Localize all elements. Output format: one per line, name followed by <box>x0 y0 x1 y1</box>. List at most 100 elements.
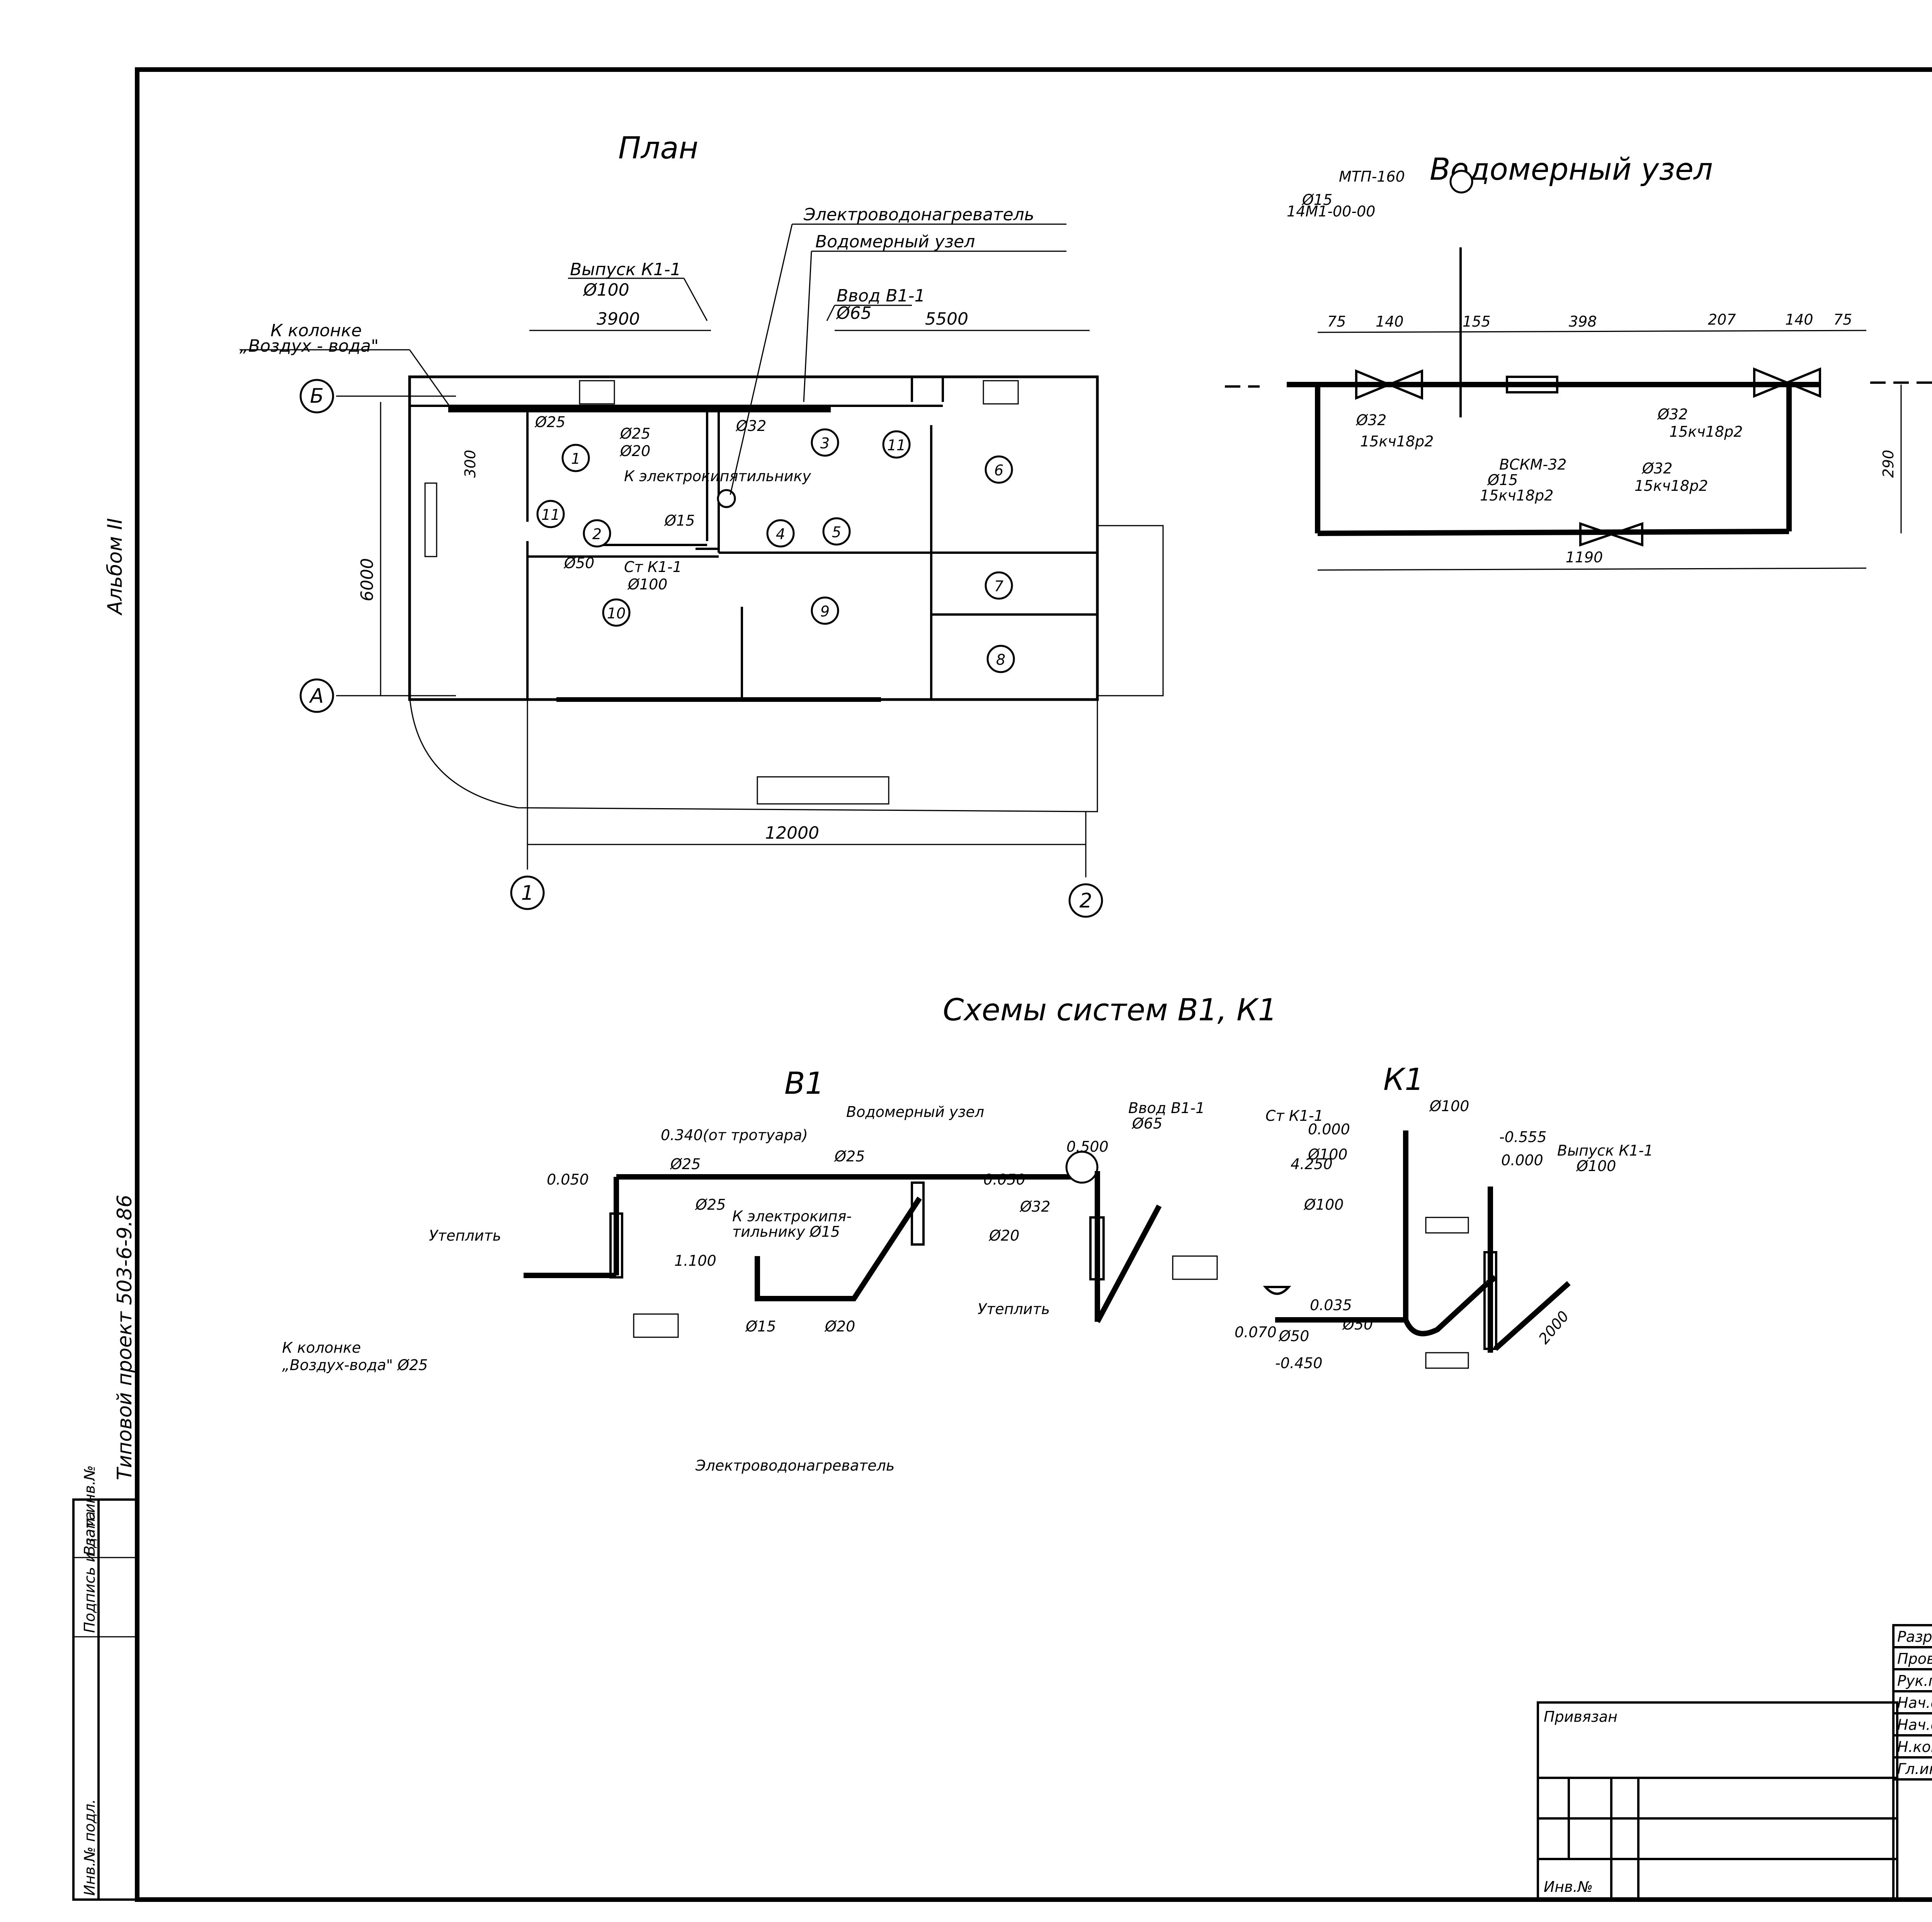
room-marker <box>766 519 795 548</box>
dim-3900-text: 3900 <box>597 309 640 329</box>
svg-text:8: 8 <box>996 651 1005 668</box>
title-block-frame <box>1892 1624 1932 1901</box>
window <box>424 482 437 557</box>
insulation-hatch <box>609 1212 623 1278</box>
axis-b-bubble <box>299 379 334 414</box>
insulation-hatch <box>1089 1216 1105 1280</box>
meter-dim-total: 1190 <box>1566 549 1603 566</box>
signer-row: Н.контр.Александрова07.86 <box>1893 1738 1932 1759</box>
meter-dim-height: 290 <box>1880 450 1897 478</box>
signer-role: Разраб. <box>1897 1628 1932 1645</box>
scheme-b1: В1 Водомерный узел Ввод В1-1 Ø65 0.340(о… <box>282 1066 1218 1474</box>
k1-elev: -0.450 <box>1275 1355 1323 1372</box>
svg-text:3: 3 <box>820 435 830 452</box>
dim-300-text: 300 <box>462 450 479 478</box>
signer-row: Гл.инж.пр.Новиков07.86 <box>1893 1760 1932 1781</box>
room-marker <box>811 596 839 625</box>
b1-to-column: К колонке <box>282 1339 361 1356</box>
axis-b-label: Б <box>310 385 324 408</box>
sink-icon <box>1263 1286 1291 1295</box>
meter-dim: 207 <box>1708 311 1736 328</box>
signer-role: Пров. <box>1897 1650 1932 1667</box>
sheet-frame <box>135 67 1932 1902</box>
heater-icon <box>911 1181 925 1246</box>
k1-title: К1 <box>1383 1062 1424 1097</box>
side-stamp: Взам.инв.№ Подпись и дата Инв.№ подл. <box>72 1465 138 1901</box>
k1-riser: Ст К1-1 <box>1265 1107 1323 1124</box>
signer-role: Н.контр. <box>1897 1738 1932 1755</box>
signer-row: Разраб.Свиридова07.86 <box>1893 1628 1932 1648</box>
label-code: 15кч18р2 <box>1480 487 1553 504</box>
gate-valve-icon <box>1753 367 1821 398</box>
svg-text:11: 11 <box>541 506 560 523</box>
axis-2-label: 2 <box>1079 889 1092 912</box>
b1-label-inlet-d: Ø65 <box>1131 1115 1162 1132</box>
stamp-replace-inv: Взам.инв.№ <box>81 1465 98 1556</box>
building-outline <box>408 375 1099 701</box>
k1-elev: 0.070 <box>1235 1324 1277 1341</box>
gate-valve-icon <box>1579 522 1643 547</box>
room-marker <box>811 428 839 457</box>
b1-elev: 0.340(от тротуара) <box>661 1127 808 1144</box>
k1-d100: Ø100 <box>1429 1098 1469 1115</box>
b1-d25: Ø25 <box>834 1148 865 1165</box>
inv-label: Инв.№ <box>1544 1878 1593 1895</box>
svg-text:6: 6 <box>994 462 1003 479</box>
label-d15: Ø15 <box>1301 191 1332 208</box>
k1-elev: 0.000 <box>1501 1152 1543 1169</box>
pipe-d25-label: Ø25 <box>534 414 565 431</box>
pipe-d32-label: Ø32 <box>735 417 766 434</box>
b1-elev: 0.050 <box>547 1171 589 1188</box>
axis-2-bubble <box>1068 883 1103 918</box>
meter-dim: 398 <box>1569 313 1597 330</box>
axis-1-bubble <box>510 875 545 910</box>
b1-d32: Ø32 <box>1019 1198 1050 1215</box>
window <box>579 380 615 405</box>
meter-dim: 140 <box>1785 311 1813 328</box>
room-marker <box>561 444 590 472</box>
room-marker <box>882 430 911 459</box>
label-mtp: МТП-160 <box>1339 168 1405 185</box>
signer-role: Нач.сект. <box>1897 1694 1932 1711</box>
callout-riser: Ст К1-1 <box>624 558 682 575</box>
k1-slope: 0.035 <box>1310 1297 1352 1314</box>
b1-to-boiler: тильнику Ø15 <box>732 1223 840 1240</box>
svg-text:5: 5 <box>832 524 841 541</box>
pipe-d15-label: Ø15 <box>664 512 695 529</box>
stamp-inv-orig: Инв.№ подл. <box>81 1799 98 1896</box>
window <box>757 776 889 805</box>
k1-d100: Ø100 <box>1307 1146 1347 1163</box>
signer-row: Рук.гр.Зарубина07.86 <box>1893 1672 1932 1692</box>
b1-label-meter: Водомерный узел <box>846 1103 984 1120</box>
b1-d25: Ø25 <box>670 1156 701 1173</box>
meter-dim: 140 <box>1376 313 1404 330</box>
room-marker <box>583 519 611 548</box>
callout-riser-d: Ø100 <box>627 576 667 593</box>
room-marker <box>986 645 1015 673</box>
svg-text:7: 7 <box>994 578 1003 595</box>
svg-text:4: 4 <box>776 526 785 543</box>
callout-to-column-2: „Воздух - вода" <box>240 336 379 356</box>
axis-a-bubble <box>299 678 334 713</box>
b1-label-inlet: Ввод В1-1 <box>1128 1100 1205 1117</box>
room-marker <box>536 500 565 528</box>
signer-role: Гл.инж.пр. <box>1897 1760 1932 1777</box>
insulation-hatch <box>1483 1251 1497 1350</box>
axis-a-label: А <box>309 684 324 708</box>
meter-dim: 155 <box>1463 313 1491 330</box>
window <box>983 380 1019 405</box>
callout-to-boiler: К электрокипятильнику <box>624 468 811 485</box>
room-marker <box>985 455 1013 484</box>
b1-d15: Ø15 <box>745 1318 776 1335</box>
signer-role: Нач.отд. <box>1897 1716 1932 1733</box>
callout-meter-node: Водомерный узел <box>815 232 975 252</box>
gate-valve-icon <box>1355 369 1423 400</box>
meter-title: Водомерный узел <box>1430 152 1713 187</box>
k1-d50: Ø50 <box>1278 1328 1309 1345</box>
label-d32: Ø32 <box>1355 412 1386 429</box>
signer-row: Нач.сект.Голустоянц07.86 <box>1893 1694 1932 1714</box>
room-markers: 1 2 3 4 5 6 7 8 9 10 11 11 <box>536 428 1015 673</box>
k1-elev: 4.250 <box>1291 1156 1333 1173</box>
dim-5500-text: 5500 <box>925 309 968 329</box>
